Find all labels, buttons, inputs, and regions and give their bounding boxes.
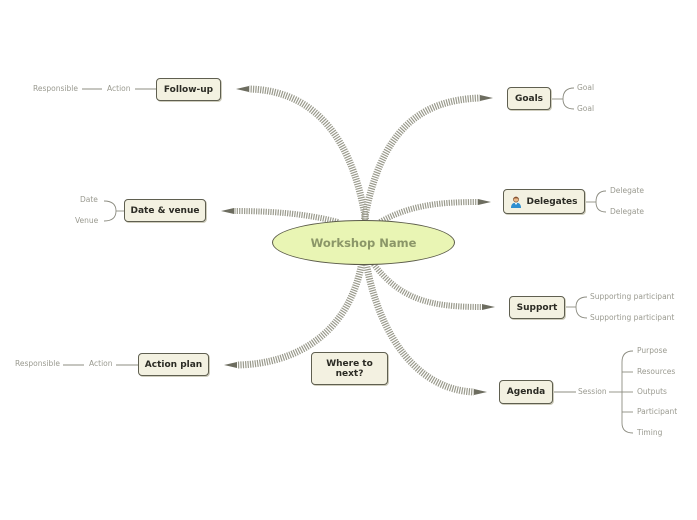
topic-agenda-label: Agenda [506, 387, 546, 397]
topic-goals[interactable]: Goals [507, 87, 551, 110]
topic-support-label: Support [516, 302, 558, 313]
date-venue-date[interactable]: Date [80, 195, 98, 204]
agenda-session[interactable]: Session [578, 387, 607, 396]
topic-follow-up[interactable]: Follow-up [156, 78, 221, 101]
agenda-resources[interactable]: Resources [637, 367, 676, 376]
agenda-purpose[interactable]: Purpose [637, 346, 668, 355]
topic-date-venue[interactable]: Date & venue [124, 199, 206, 222]
branch-action-plan [224, 261, 366, 369]
date-venue-venue[interactable]: Venue [75, 216, 99, 225]
topic-action-plan-label: Action plan [144, 359, 203, 370]
branch-agenda [362, 261, 487, 396]
topic-where-next[interactable]: Where to next? [311, 352, 388, 385]
topic-action-plan[interactable]: Action plan [138, 353, 209, 376]
topic-delegates[interactable]: Delegates [503, 189, 585, 214]
topic-delegates-label: Delegates [526, 196, 578, 207]
central-topic-label: Workshop Name [310, 235, 417, 250]
topic-date-venue-label: Date & venue [130, 205, 200, 216]
branch-date-venue [221, 208, 339, 225]
delegates-delegate-2[interactable]: Delegate [610, 207, 644, 216]
topic-where-next-label: Where to next? [326, 358, 373, 379]
topic-follow-up-label: Follow-up [163, 84, 214, 95]
branch-delegates [378, 199, 491, 225]
topic-goals-label: Goals [514, 93, 544, 104]
delegates-delegate-1[interactable]: Delegate [610, 186, 644, 195]
person-icon [511, 196, 522, 208]
support-participant-2[interactable]: Supporting participant [590, 313, 675, 322]
branch-support [369, 260, 495, 310]
central-topic[interactable]: Workshop Name [272, 220, 455, 265]
action-plan-action[interactable]: Action [89, 359, 113, 368]
goals-goal-1[interactable]: Goal [577, 83, 595, 92]
agenda-timing[interactable]: Timing [637, 428, 663, 437]
branch-goals [360, 94, 493, 223]
support-participant-1[interactable]: Supporting participant [590, 292, 675, 301]
sub-connectors [63, 87, 634, 434]
agenda-outputs[interactable]: Outputs [637, 387, 667, 396]
topic-agenda[interactable]: Agenda [499, 380, 553, 404]
branch-follow-up [236, 85, 370, 223]
agenda-participant[interactable]: Participant [637, 407, 678, 416]
follow-up-responsible[interactable]: Responsible [33, 84, 78, 93]
topic-support[interactable]: Support [509, 296, 565, 319]
follow-up-action[interactable]: Action [107, 84, 131, 93]
goals-goal-2[interactable]: Goal [577, 104, 595, 113]
action-plan-responsible[interactable]: Responsible [15, 359, 60, 368]
